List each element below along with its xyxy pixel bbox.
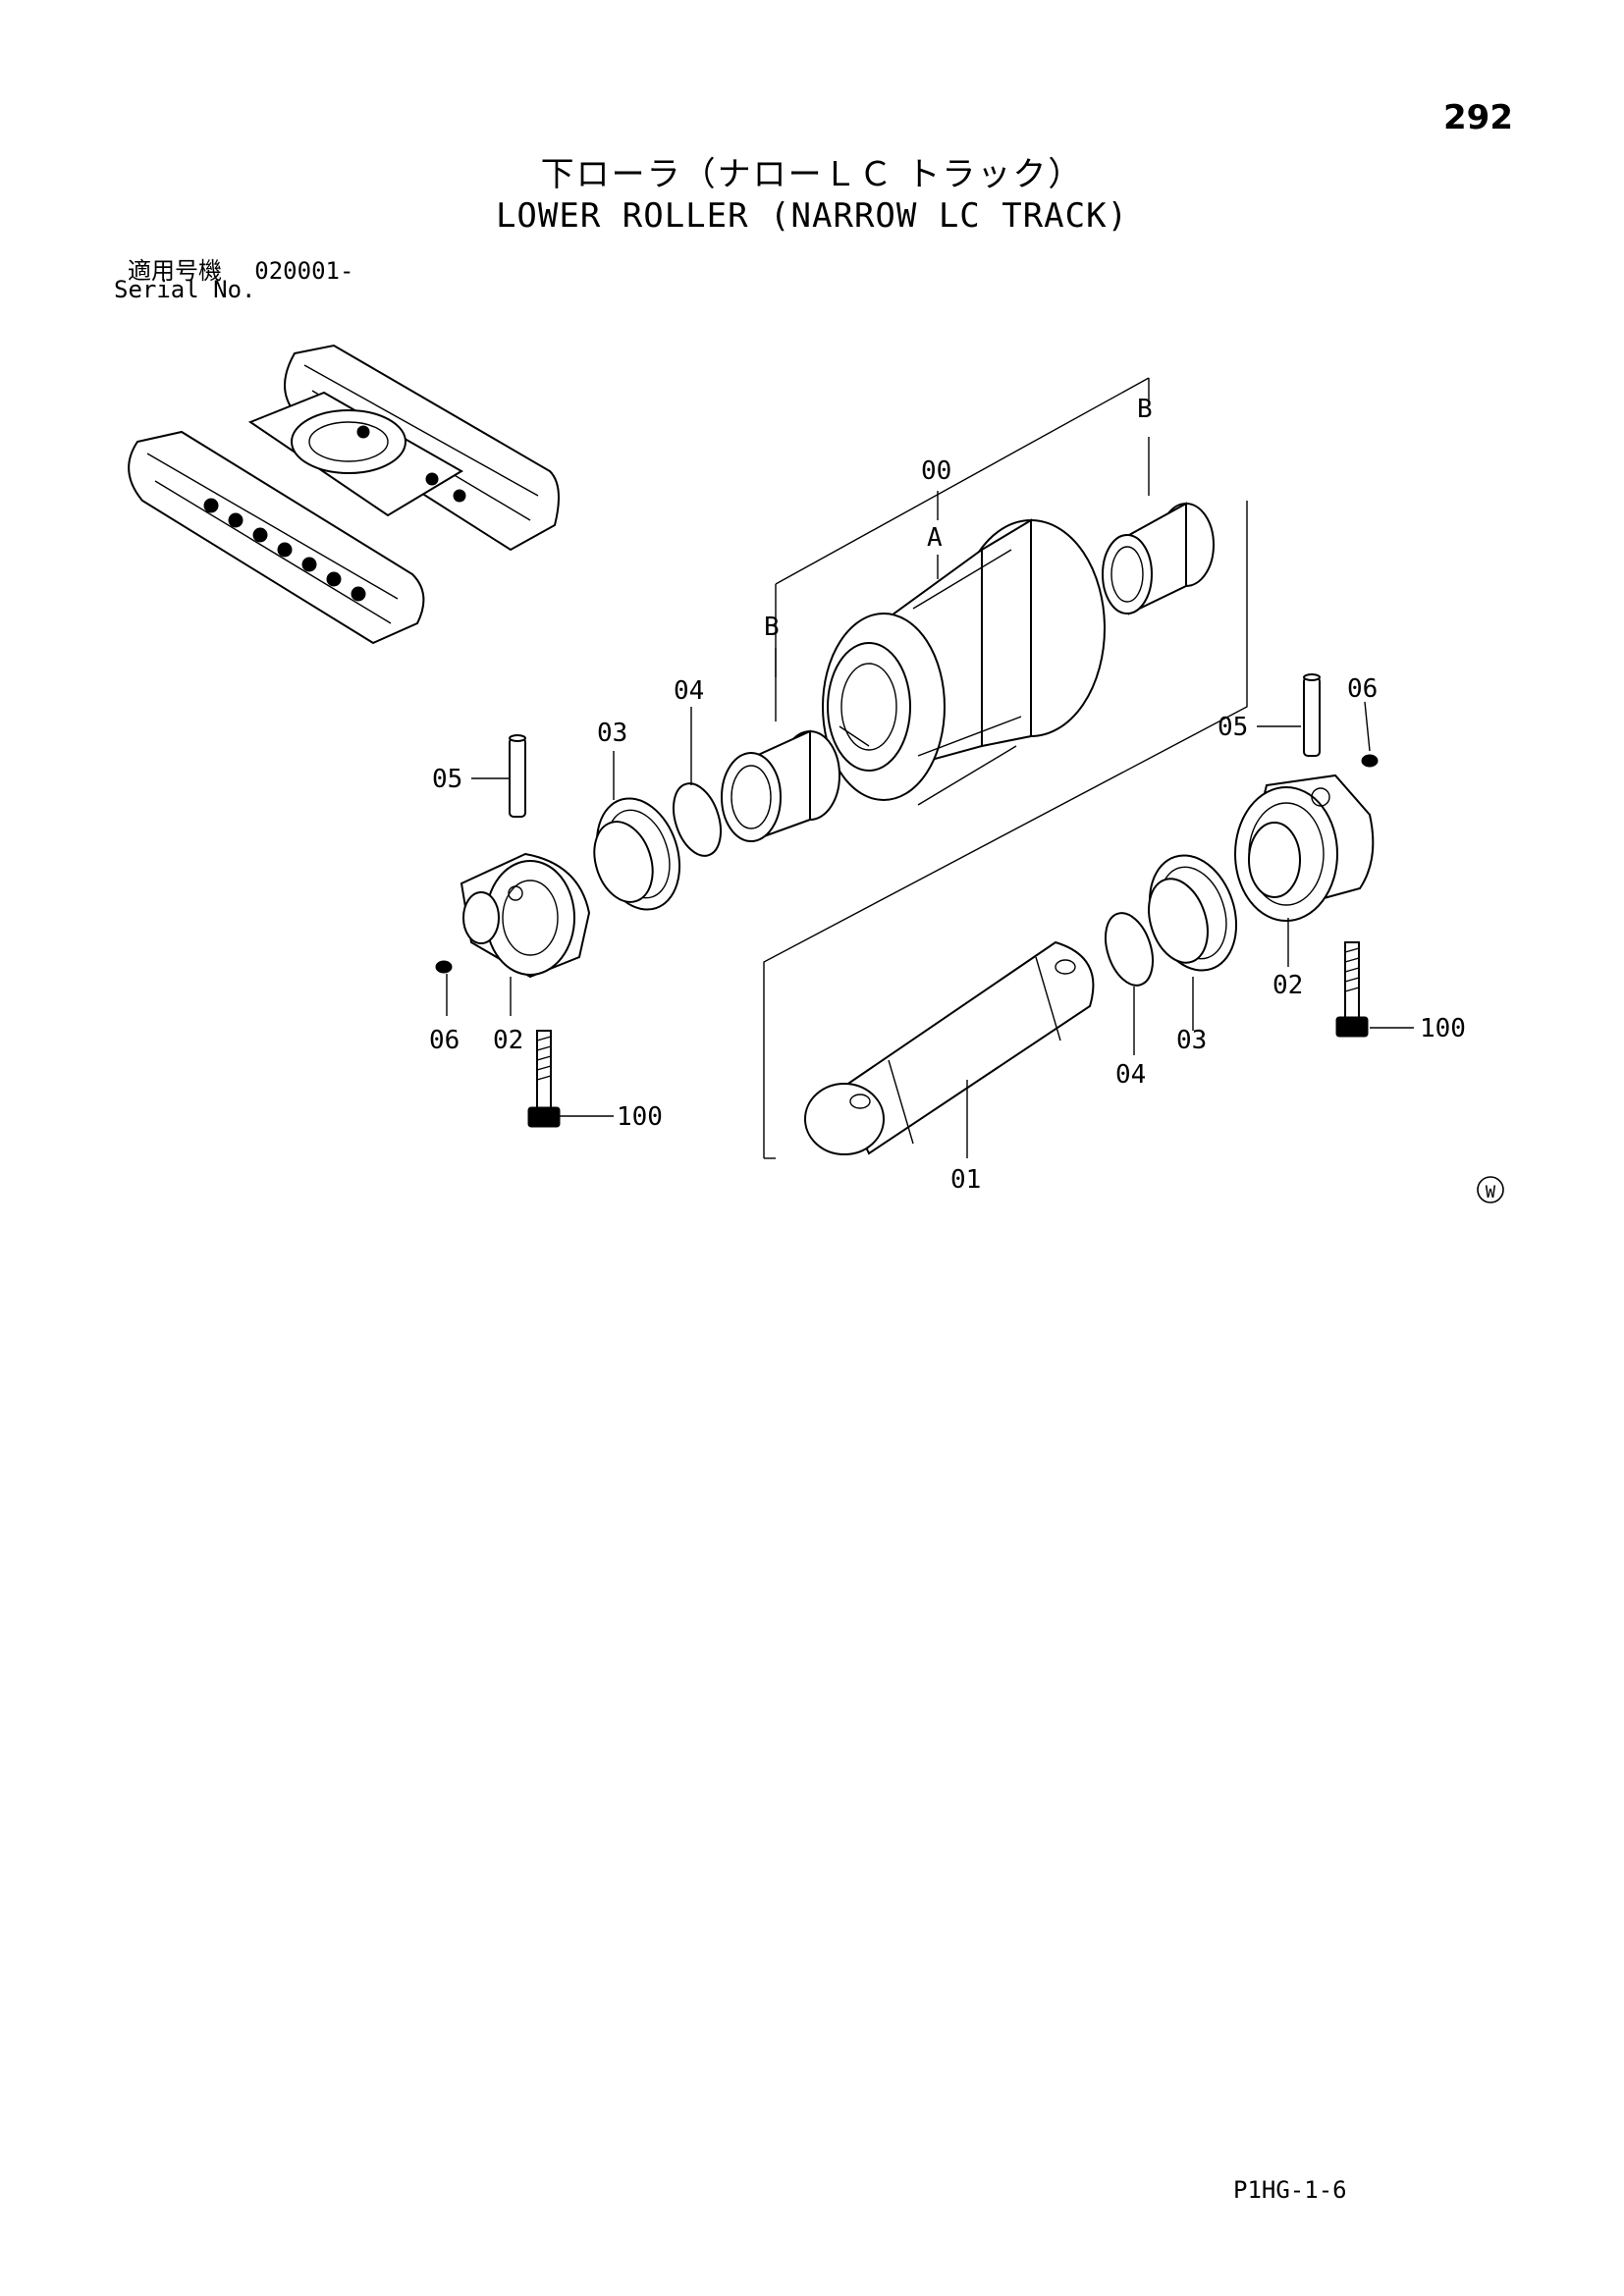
callout-05-left: 05 — [432, 765, 462, 794]
serial-label-english: Serial No. — [114, 276, 256, 303]
circled-w-mark: W — [1477, 1176, 1504, 1203]
pin-left-part — [509, 734, 526, 818]
callout-06-right: 06 — [1347, 674, 1378, 704]
o-ring-right-part — [1105, 912, 1154, 987]
collar-left-part — [460, 852, 591, 979]
callout-05-right: 05 — [1218, 713, 1248, 742]
assembly-bracket — [763, 377, 1248, 1159]
plug-left-part — [435, 960, 453, 974]
serial-label-japanese: 適用号機 020001- — [128, 251, 353, 286]
callout-04-right: 04 — [1115, 1060, 1146, 1090]
callout-04-left: 04 — [674, 676, 704, 706]
serial-label-jp-text: 適用号機 — [128, 257, 222, 285]
leader-lines — [446, 437, 1414, 1158]
callout-a: A — [927, 523, 943, 553]
callout-00: 00 — [921, 456, 951, 486]
page-number: 292 — [1443, 98, 1513, 137]
callout-01: 01 — [950, 1165, 981, 1195]
title-english: LOWER ROLLER (NARROW LC TRACK) — [495, 196, 1129, 236]
title-japanese: 下ローラ（ナローＬＣ トラック） — [540, 155, 1084, 194]
floating-seal-right-part — [1148, 854, 1238, 972]
callout-03-left: 03 — [597, 719, 627, 748]
bushing-left-part — [721, 729, 840, 842]
bushing-right-part — [1102, 502, 1215, 615]
callout-06-left: 06 — [429, 1026, 460, 1055]
bolt-right-part — [1335, 941, 1369, 1038]
callout-b-left: B — [764, 613, 780, 642]
undercarriage-overview-illustration — [128, 344, 560, 645]
roller-row-icon — [203, 498, 366, 602]
roller-body-part — [822, 518, 1106, 806]
floating-seal-left-part — [593, 797, 681, 911]
serial-value: 020001- — [254, 257, 354, 285]
collar-right-part — [1234, 774, 1375, 922]
callout-100-left: 100 — [617, 1102, 663, 1132]
callout-02-left: 02 — [493, 1026, 523, 1055]
bolt-left-part — [527, 1030, 561, 1128]
callout-b-top: B — [1137, 395, 1153, 424]
plug-right-part — [1361, 754, 1379, 768]
pin-right-part — [1303, 673, 1321, 757]
callout-100-right: 100 — [1420, 1014, 1466, 1043]
mark-w-letter: W — [1486, 1183, 1496, 1202]
footer-code: P1HG-1-6 — [1233, 2176, 1347, 2204]
callout-02-right: 02 — [1272, 971, 1303, 1000]
o-ring-left-part — [673, 782, 722, 857]
callout-labels: B 00 A B 04 03 05 06 02 100 04 03 02 100… — [429, 395, 1466, 1195]
shaft-part — [804, 940, 1095, 1155]
callout-03-right: 03 — [1176, 1026, 1207, 1055]
